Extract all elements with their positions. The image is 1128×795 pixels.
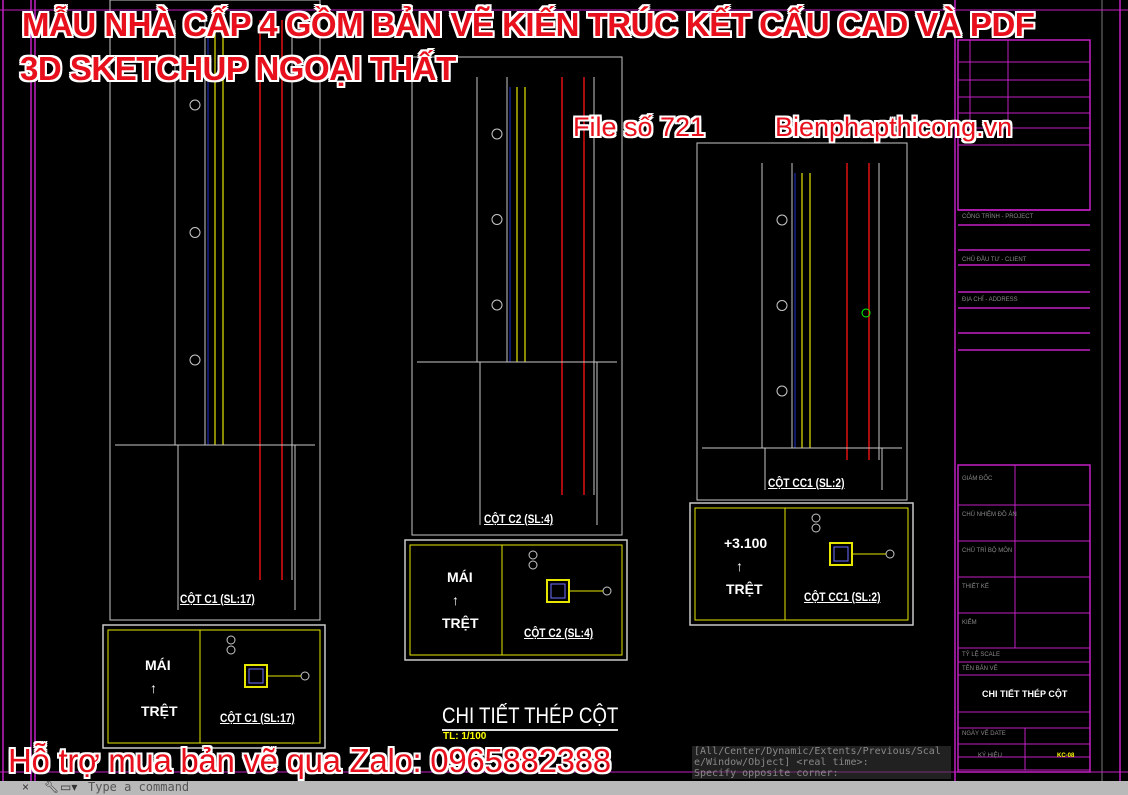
c1-section-inner — [107, 629, 321, 744]
c2-level-bottom: TRỆT — [442, 615, 479, 631]
c1-elevation-label: CỘT C1 (SL:17) — [180, 592, 255, 606]
cc1-marker — [861, 308, 871, 318]
c2-callout — [491, 214, 503, 225]
tb-row-sheet-name: TÊN BẢN VẼ — [962, 666, 998, 672]
tb-row-scale: TỶ LỆ SCALE — [962, 652, 1001, 658]
c1-level-arrow: ↑ — [150, 680, 157, 696]
command-history-line: Specify opposite corner: — [692, 768, 951, 779]
tb-client: CHỦ ĐẦU TƯ - CLIENT — [962, 257, 1027, 263]
c1-callout — [189, 354, 201, 366]
cc1-callout — [776, 300, 788, 311]
tb-row-check: KIỂM — [962, 620, 977, 626]
tb-row-manager: CHỦ NHIỆM ĐỒ ÁN — [962, 512, 1017, 518]
c1-stirrup — [248, 668, 264, 684]
cc1-section-inner — [694, 507, 909, 621]
tb-row-code: KÝ HIỆU — [978, 753, 1003, 759]
c2-column-section — [546, 579, 570, 603]
c2-level-top: MÁI — [447, 569, 473, 585]
c2-callout — [491, 299, 503, 311]
command-history-line: [All/Center/Dynamic/Extents/Previous/Sca… — [692, 746, 951, 768]
cc1-stirrup — [833, 546, 849, 562]
command-input[interactable]: Type a command — [88, 780, 190, 794]
c1-callout-1 — [226, 635, 236, 645]
overlay-title-line1: MẪU NHÀ CẤP 4 GỒM BẢN VẼ KIẾN TRÚC KẾT C… — [22, 6, 1035, 43]
title-block-lower — [957, 464, 1091, 773]
c2-callout-2 — [528, 560, 538, 570]
tb-address: ĐỊA CHỈ - ADDRESS — [962, 297, 1018, 303]
c2-stirrup — [550, 583, 566, 599]
c1-callout — [189, 227, 201, 238]
overlay-title-line2: 3D SKETCHUP NGOẠI THẤT — [20, 50, 456, 87]
c1-column-section — [244, 664, 268, 688]
recent-commands-icon[interactable]: ▭▾ — [60, 780, 78, 794]
cc1-section-label: CỘT CC1 (SL:2) — [804, 590, 881, 604]
tb-project: CÔNG TRÌNH - PROJECT — [962, 214, 1034, 220]
c1-elevation-frame — [109, 0, 321, 621]
c1-callout-3 — [300, 671, 310, 681]
c2-level-arrow: ↑ — [452, 592, 459, 608]
c2-elevation-label: CỘT C2 (SL:4) — [484, 512, 554, 526]
c1-section-label: CỘT C1 (SL:17) — [220, 711, 295, 725]
tb-row-design: THIẾT KẾ — [962, 584, 989, 590]
c2-callout-1 — [528, 550, 538, 560]
cc1-section-frame — [689, 502, 914, 626]
command-line-bar: × 🔧︎ ▭▾ Type a command — [0, 780, 1128, 795]
c2-callout — [491, 128, 503, 140]
c1-section-frame — [102, 624, 326, 749]
wrench-icon[interactable]: 🔧︎ — [44, 780, 60, 794]
close-icon[interactable]: × — [22, 780, 30, 794]
tb-row-director: GIÁM ĐỐC — [962, 476, 993, 482]
tb-sheet-title: CHI TIẾT THÉP CỘT — [982, 689, 1068, 699]
c1-level-bottom: TRỆT — [141, 703, 178, 719]
cc1-level-arrow: ↑ — [736, 558, 743, 574]
cc1-callout — [776, 385, 788, 397]
cc1-callout-2 — [811, 523, 821, 533]
cc1-column-section — [829, 542, 853, 566]
cc1-callout-1 — [811, 513, 821, 523]
cc1-callout-3 — [885, 549, 895, 559]
c1-level-top: MÁI — [145, 657, 171, 673]
drawing-title: CHI TIẾT THÉP CỘT — [442, 703, 619, 731]
c2-section-inner — [409, 544, 623, 656]
cc1-level-bottom: TRỆT — [726, 581, 763, 597]
cc1-level-top: +3.100 — [724, 535, 768, 551]
tb-row-date: NGÀY VẼ DATE — [962, 731, 1006, 737]
c2-section-frame — [404, 539, 628, 661]
tb-row-lead: CHỦ TRÌ BỘ MÔN — [962, 548, 1013, 554]
overlay-file-number: File số 721 — [573, 112, 706, 142]
c2-section-label: CỘT C2 (SL:4) — [524, 626, 594, 640]
cc1-callout — [776, 214, 788, 226]
c2-callout-3 — [602, 586, 612, 596]
overlay-website: Bienphapthicong.vn — [775, 112, 1013, 142]
tb-sheet-number: KC-08 — [1057, 753, 1075, 759]
c2-elevation-frame — [411, 56, 623, 536]
c1-callout — [189, 99, 201, 111]
cc1-elevation-label: CỘT CC1 (SL:2) — [768, 476, 845, 490]
c1-callout-2 — [226, 645, 236, 655]
cc1-elevation-frame — [696, 142, 908, 501]
overlay-support-contact: Hỗ trợ mua bản vẽ qua Zalo: 0965882388 — [8, 742, 611, 779]
drawing-scale: TL: 1/100 — [443, 731, 487, 742]
